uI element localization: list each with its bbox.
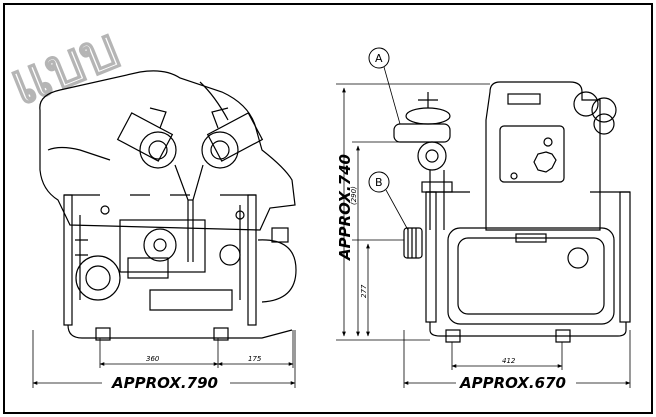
callout-a: A (368, 47, 401, 125)
front-view-pump (393, 81, 631, 343)
svg-text:A: A (375, 52, 383, 65)
svg-text:B: B (375, 176, 383, 189)
wheelbase-label: 360 (146, 355, 160, 363)
side-overall-width-label: APPROX.790 (111, 374, 218, 392)
front-overall-width-label: APPROX.670 (459, 374, 566, 392)
inlet-height-label: 277 (360, 284, 368, 298)
side-view-dimensions (32, 330, 296, 388)
foot-spacing-label: 412 (502, 357, 516, 365)
drawing-frame (3, 3, 653, 414)
side-view-pump (39, 70, 297, 341)
front-overall-height-label: APPROX.740 (336, 154, 354, 261)
callout-b: B (368, 171, 409, 231)
front-view-dimensions (336, 83, 631, 388)
watermark: แบบ (0, 14, 128, 119)
rear-offset-label: 175 (248, 355, 262, 363)
outlet-height-label: (290) (350, 186, 358, 205)
